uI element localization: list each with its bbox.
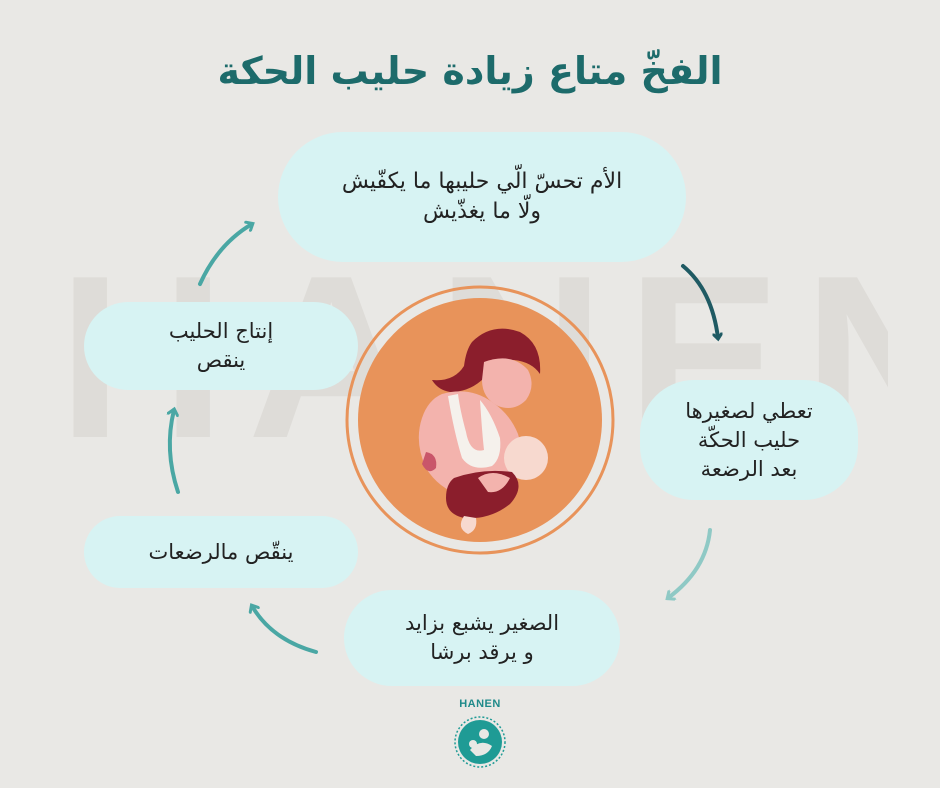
hanen-logo: HANEN (440, 698, 520, 786)
cycle-step-4: ينقّص مالرضعات (84, 516, 358, 588)
cycle-step-2-line-3: بعد الرضعة (685, 455, 813, 484)
cycle-step-5-line-1: إنتاج الحليب (169, 317, 273, 346)
arrow-right-bottom (668, 530, 710, 598)
cycle-step-4-line-1: ينقّص مالرضعات (149, 538, 294, 567)
cycle-step-2-line-2: حليب الحكّة (685, 426, 813, 455)
cycle-step-2-line-1: تعطي لصغيرها (685, 397, 813, 426)
cycle-step-1: الأم تحسّ الّي حليبها ما يكفّيش ولّا ما … (278, 132, 686, 262)
cycle-step-3-line-1: الصغير يشبع بزايد (405, 609, 559, 638)
cycle-step-5: إنتاج الحليب ينقص (84, 302, 358, 390)
cycle-step-5-line-2: ينقص (169, 346, 273, 375)
arrow-left-top (200, 224, 252, 284)
breastfeeding-illustration (342, 282, 618, 558)
cycle-step-1-line-2: ولّا ما يغذّيش (342, 197, 622, 227)
arrow-left-up (170, 410, 178, 492)
arrow-bottom-left (252, 606, 316, 652)
cycle-step-3: الصغير يشبع بزايد و يرقد برشا (344, 590, 620, 686)
cycle-step-1-line-1: الأم تحسّ الّي حليبها ما يكفّيش (342, 167, 622, 197)
arrow-top-right (683, 266, 718, 338)
cycle-step-2: تعطي لصغيرها حليب الحكّة بعد الرضعة (640, 380, 858, 500)
cycle-step-3-line-2: و يرقد برشا (405, 638, 559, 667)
